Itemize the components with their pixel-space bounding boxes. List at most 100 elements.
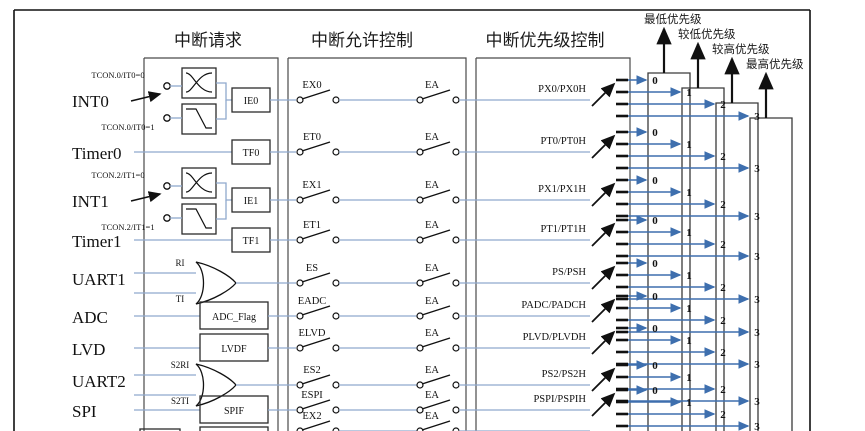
priority-selector-PX1/PX1H[interactable]	[591, 182, 616, 207]
priority-level-digit-1: 1	[686, 270, 692, 282]
ea-contact-out[interactable]	[452, 344, 460, 352]
ea-contact-in[interactable]	[416, 344, 424, 352]
ea-contact-out[interactable]	[452, 312, 460, 320]
enable-contact-out[interactable]	[332, 344, 340, 352]
enable-contact-in[interactable]	[296, 381, 304, 389]
enable-contact-out[interactable]	[332, 406, 340, 414]
ea-contact-out[interactable]	[452, 196, 460, 204]
ea-contact-in[interactable]	[416, 381, 424, 389]
priority-level-digit-1: 1	[686, 372, 692, 384]
enable-contact-out[interactable]	[332, 279, 340, 287]
enable-contact-out[interactable]	[332, 196, 340, 204]
enable-contact-in[interactable]	[296, 344, 304, 352]
enable-switch-ESPI[interactable]	[301, 399, 331, 410]
ea-contact-out[interactable]	[452, 427, 460, 431]
priority-selector-PX0/PX0H[interactable]	[591, 82, 616, 107]
enable-switch-ES[interactable]	[301, 272, 331, 283]
enable-label-ESPI: ESPI	[301, 390, 323, 401]
or-input-label-b: S2TI	[171, 396, 189, 406]
ea-contact-in[interactable]	[416, 406, 424, 414]
priority-level-digit-2: 2	[720, 199, 726, 211]
enable-contact-out[interactable]	[332, 427, 340, 431]
enable-contact-in[interactable]	[296, 196, 304, 204]
enable-contact-out[interactable]	[332, 381, 340, 389]
ea-switch[interactable]	[421, 229, 451, 240]
flag-label-LVDF: LVDF	[221, 344, 247, 355]
priority-level-digit-3: 3	[754, 211, 760, 223]
priority-selector-PT0/PT0H[interactable]	[591, 134, 616, 159]
contact-it1[interactable]	[163, 114, 171, 122]
enable-contact-in[interactable]	[296, 312, 304, 320]
enable-contact-in[interactable]	[296, 406, 304, 414]
enable-switch-ET0[interactable]	[301, 141, 331, 152]
source-label-INT1: INT1	[72, 192, 109, 211]
enable-contact-in[interactable]	[296, 96, 304, 104]
ea-switch[interactable]	[421, 399, 451, 410]
priority-selector-PS2/PS2H[interactable]	[591, 367, 616, 392]
ea-contact-out[interactable]	[452, 279, 460, 287]
enable-contact-out[interactable]	[332, 236, 340, 244]
enable-contact-in[interactable]	[296, 279, 304, 287]
ea-contact-out[interactable]	[452, 236, 460, 244]
enable-switch-EX2[interactable]	[301, 420, 331, 431]
ea-contact-in[interactable]	[416, 236, 424, 244]
priority-level-digit-2: 2	[720, 282, 726, 294]
priority-selector-PSPI/PSPIH[interactable]	[591, 392, 616, 417]
edge-select-switch[interactable]	[130, 91, 162, 103]
priority-level-digit-0: 0	[652, 258, 658, 270]
priority-level-digit-2: 2	[720, 151, 726, 163]
ea-switch[interactable]	[421, 337, 451, 348]
ea-contact-out[interactable]	[452, 96, 460, 104]
flag-label-IE1: IE1	[244, 196, 258, 207]
enable-switch-ES2[interactable]	[301, 374, 331, 385]
ea-switch[interactable]	[421, 420, 451, 431]
flag-label-TF1: TF1	[243, 236, 260, 247]
ea-contact-in[interactable]	[416, 279, 424, 287]
enable-switch-ET1[interactable]	[301, 229, 331, 240]
flag-label-SPIF: SPIF	[224, 406, 244, 417]
priority-selector-PT1/PT1H[interactable]	[591, 222, 616, 247]
enable-contact-out[interactable]	[332, 312, 340, 320]
ea-switch[interactable]	[421, 305, 451, 316]
ea-contact-in[interactable]	[416, 196, 424, 204]
priority-level-digit-3: 3	[754, 111, 760, 123]
priority-level-digit-0: 0	[652, 360, 658, 372]
ea-contact-out[interactable]	[452, 406, 460, 414]
enable-contact-out[interactable]	[332, 96, 340, 104]
contact-it0[interactable]	[163, 182, 171, 190]
enable-contact-in[interactable]	[296, 236, 304, 244]
priority-level-digit-0: 0	[652, 175, 658, 187]
ea-contact-out[interactable]	[452, 148, 460, 156]
enable-contact-out[interactable]	[332, 148, 340, 156]
ea-contact-out[interactable]	[452, 381, 460, 389]
ea-contact-in[interactable]	[416, 312, 424, 320]
column-header-enable: 中断允许控制	[311, 31, 413, 51]
ea-contact-in[interactable]	[416, 148, 424, 156]
priority-label-PS/PSH: PS/PSH	[552, 267, 586, 278]
ea-switch[interactable]	[421, 189, 451, 200]
ea-switch[interactable]	[421, 272, 451, 283]
enable-contact-in[interactable]	[296, 148, 304, 156]
ea-contact-in[interactable]	[416, 96, 424, 104]
ea-switch[interactable]	[421, 141, 451, 152]
contact-it1[interactable]	[163, 214, 171, 222]
contact-it0[interactable]	[163, 82, 171, 90]
priority-selector-PLVD/PLVDH[interactable]	[591, 330, 616, 355]
enable-switch-ELVD[interactable]	[301, 337, 331, 348]
enable-switch-EX0[interactable]	[301, 89, 331, 100]
edge-select-switch[interactable]	[130, 191, 162, 203]
priority-level-digit-2: 2	[720, 347, 726, 359]
enable-switch-EADC[interactable]	[301, 305, 331, 316]
ea-switch[interactable]	[421, 374, 451, 385]
ea-switch[interactable]	[421, 89, 451, 100]
priority-bus-3	[749, 117, 793, 431]
enable-switch-EX1[interactable]	[301, 189, 331, 200]
ea-contact-in[interactable]	[416, 427, 424, 431]
priority-selector-PS/PSH[interactable]	[591, 265, 616, 290]
enable-contact-in[interactable]	[296, 427, 304, 431]
priority-level-digit-0: 0	[652, 291, 658, 303]
priority-selector-PADC/PADCH[interactable]	[591, 298, 616, 323]
